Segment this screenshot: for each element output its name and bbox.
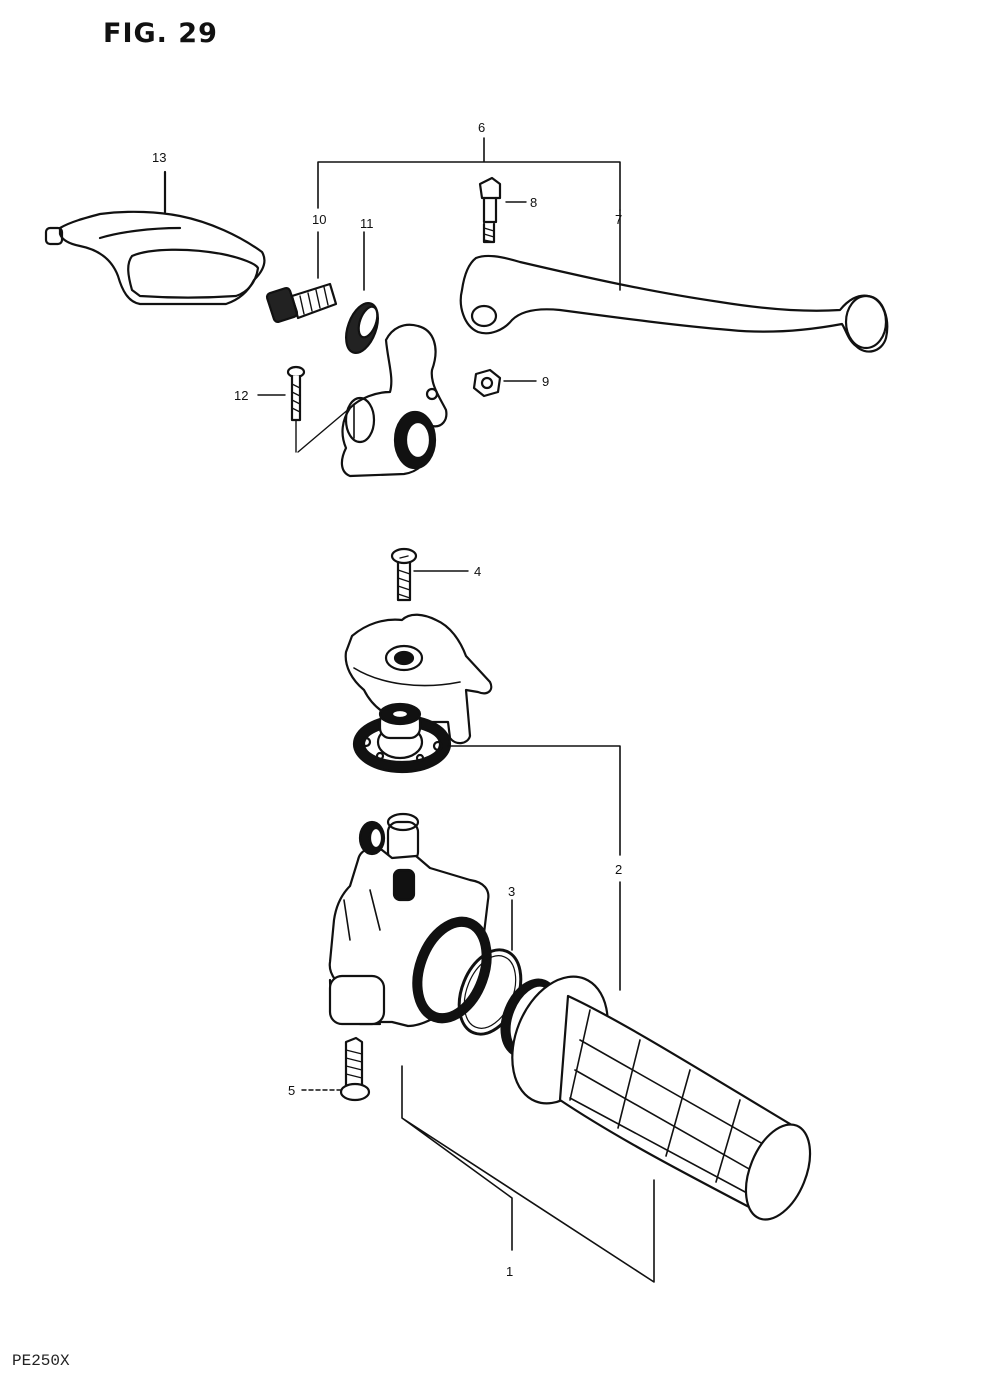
callout-4: 4 xyxy=(474,564,481,579)
callout-8: 8 xyxy=(530,195,537,210)
callout-12: 12 xyxy=(234,388,248,403)
screw-12-part xyxy=(257,365,306,453)
callout-10: 10 xyxy=(312,212,326,227)
callout-5: 5 xyxy=(288,1083,295,1098)
callout-2: 2 xyxy=(615,862,622,877)
pivot-bolt-part xyxy=(478,176,527,244)
brake-lever-part xyxy=(459,209,889,353)
lock-nut-part xyxy=(345,231,379,354)
lever-boot-part xyxy=(44,170,266,306)
lever-perch-part xyxy=(297,323,448,478)
callout-1: 1 xyxy=(506,1264,513,1279)
callout-11: 11 xyxy=(360,216,374,231)
adjuster-bolt-part xyxy=(265,231,338,324)
screw-5-part xyxy=(301,1036,371,1102)
nut-9-part xyxy=(472,368,537,398)
callout-7: 7 xyxy=(615,212,622,227)
throttle-grip-part xyxy=(500,975,812,1221)
throttle-cover-part xyxy=(344,613,493,746)
screw-4-part xyxy=(390,547,469,602)
callout-13: 13 xyxy=(152,150,166,165)
figure-title: FIG. 29 xyxy=(103,18,218,49)
throttle-pulley-part xyxy=(352,702,452,774)
callout-6: 6 xyxy=(478,120,485,135)
model-code: PE250X xyxy=(12,1352,70,1370)
throttle-housing-part xyxy=(328,812,492,1028)
callout-3: 3 xyxy=(508,884,515,899)
callout-9: 9 xyxy=(542,374,549,389)
